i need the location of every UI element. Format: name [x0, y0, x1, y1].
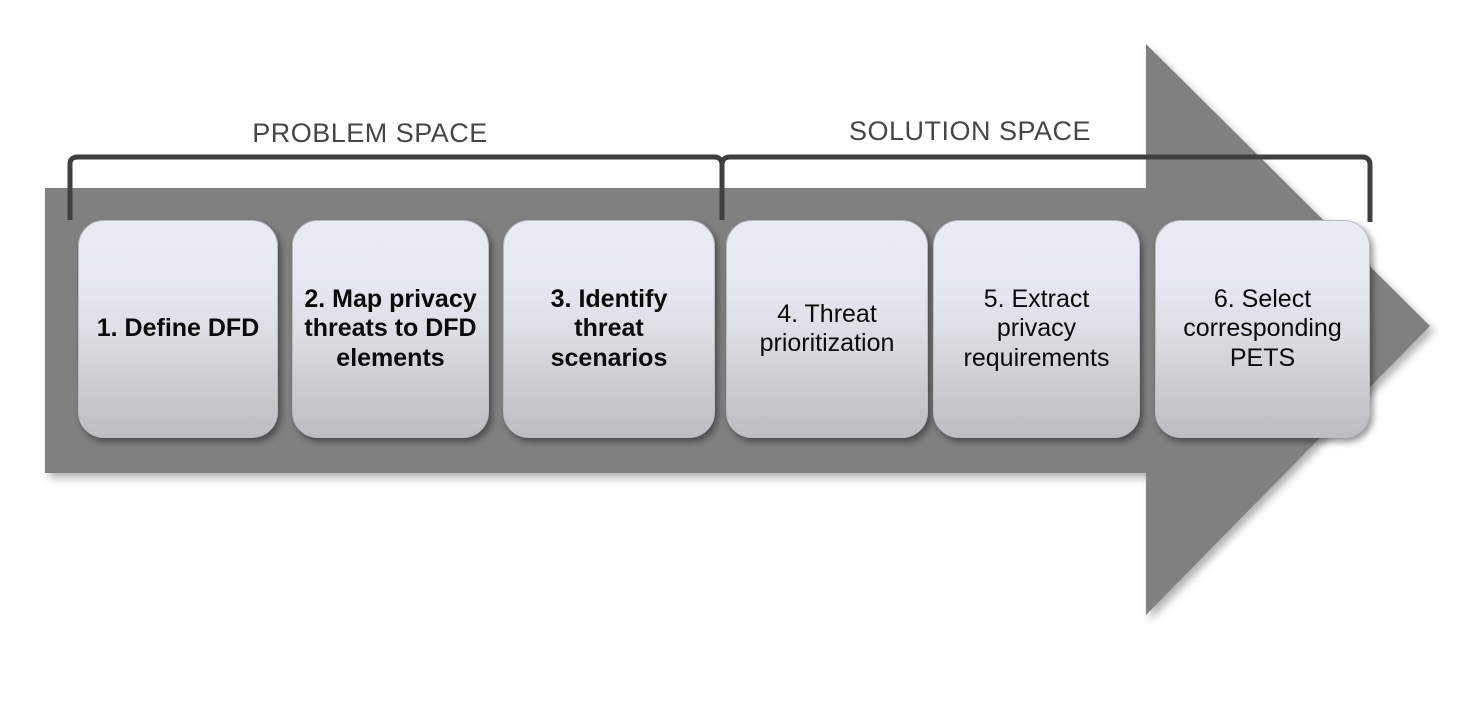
step-box-label: 6. Select corresponding PETS	[1183, 284, 1342, 372]
band-label-solution-space: SOLUTION SPACE	[848, 116, 1092, 146]
step-box-label: 1. Define DFD	[96, 314, 260, 343]
step-box-label: 4. Threat prioritization	[759, 299, 895, 358]
step-box-2-map-privacy-threats[interactable]: 2. Map privacy threats to DFD elements	[292, 220, 489, 438]
step-box-4-threat-prioritization[interactable]: 4. Threat prioritization	[726, 220, 928, 438]
step-box-label: 5. Extract privacy requirements	[963, 284, 1110, 372]
step-box-5-extract-privacy-requirements[interactable]: 5. Extract privacy requirements	[933, 220, 1140, 438]
bracket-problem-space	[67, 154, 725, 220]
step-box-label: 2. Map privacy threats to DFD elements	[304, 284, 477, 372]
bracket-solution-space	[719, 154, 1373, 222]
step-box-3-identify-threat-scenarios[interactable]: 3. Identify threat scenarios	[503, 220, 715, 438]
band-label-problem-space: PROBLEM SPACE	[252, 118, 488, 148]
step-box-6-select-corresponding-pets[interactable]: 6. Select corresponding PETS	[1155, 220, 1370, 438]
step-box-1-define-dfd[interactable]: 1. Define DFD	[78, 220, 278, 438]
step-box-label: 3. Identify threat scenarios	[550, 284, 668, 372]
